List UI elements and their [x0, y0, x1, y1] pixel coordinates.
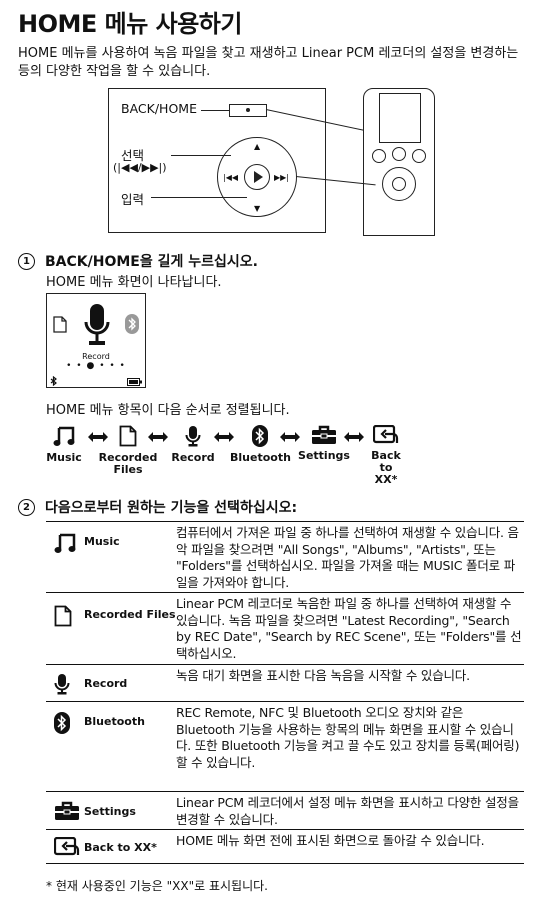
order-item-record: Record [170, 425, 216, 464]
toolbox-icon [312, 425, 336, 444]
order-item-bluetooth: Bluetooth [230, 425, 291, 464]
music-note-icon [54, 533, 76, 553]
recorder-screen [379, 93, 421, 143]
order-item-back: Back to XX* [368, 425, 404, 486]
play-enter-button [244, 164, 270, 190]
recorder-device [363, 88, 435, 236]
document-icon [119, 425, 137, 447]
step-1-text: BACK/HOME을 길게 누르십시오. [45, 254, 258, 270]
double-arrow-icon [214, 432, 234, 442]
device-diagram: BACK/HOME 선택 (|◀◀/▶▶|) 입력 ▲ ▼ |◀◀ ▶▶| [108, 88, 438, 236]
page-indicator-dots: • • ● • • • [66, 361, 126, 371]
microphone-icon [185, 426, 201, 447]
double-arrow-icon [148, 432, 168, 442]
back-home-label: BACK/HOME [121, 101, 197, 116]
screen-caption: Record [82, 352, 110, 361]
toolbox-icon [55, 801, 79, 820]
select-label: 선택 [121, 148, 145, 163]
double-arrow-icon [88, 432, 108, 442]
battery-icon [127, 378, 142, 386]
row-name: Record [84, 677, 128, 690]
enter-label: 입력 [121, 192, 145, 207]
select-keys-label: (|◀◀/▶▶|) [113, 161, 167, 174]
footnote: * 현재 사용중인 기능은 "XX"로 표시됩니다. [46, 879, 268, 893]
row-name: Back to XX* [84, 841, 157, 854]
control-panel-closeup: BACK/HOME 선택 (|◀◀/▶▶|) 입력 ▲ ▼ |◀◀ ▶▶| [108, 88, 326, 233]
back-arrow-icon [373, 425, 399, 444]
table-row: Back to XX* HOME 메뉴 화면 전에 표시된 화면으로 돌아갈 수… [46, 830, 524, 864]
music-note-icon [53, 426, 75, 446]
microphone-icon [54, 674, 70, 695]
step-number: 1 [18, 252, 35, 270]
control-dial: ▲ ▼ |◀◀ ▶▶| [217, 137, 297, 217]
bluetooth-status-icon [50, 376, 57, 386]
order-item-music: Music [44, 425, 84, 464]
page-title: HOME 메뉴 사용하기 [18, 10, 242, 38]
row-name: Settings [84, 805, 136, 818]
row-desc: Linear PCM 레코더에서 설정 메뉴 화면을 표시하고 다양한 설정을 … [176, 795, 519, 827]
recorder-dial [382, 167, 416, 201]
intro-text: HOME 메뉴를 사용하여 녹음 파일을 찾고 재생하고 Linear PCM … [18, 46, 519, 79]
table-row: Bluetooth REC Remote, NFC 및 Bluetooth 오디… [46, 702, 524, 792]
document-icon [53, 316, 67, 333]
order-item-recorded-files: Recorded Files [94, 425, 162, 476]
order-text: HOME 메뉴 항목이 다음 순서로 정렬됩니다. [46, 403, 290, 418]
row-name: Recorded Files [84, 608, 176, 621]
step-1-sub: HOME 메뉴 화면이 나타납니다. [46, 275, 222, 290]
table-row: Recorded Files Linear PCM 레코더로 녹음한 파일 중 … [46, 593, 524, 665]
back-home-button [229, 104, 267, 117]
row-desc: REC Remote, NFC 및 Bluetooth 오디오 장치와 같은 B… [176, 705, 520, 770]
step-2-heading: 2 다음으로부터 원하는 기능을 선택하십시오: [18, 497, 297, 517]
bluetooth-icon [125, 314, 139, 334]
row-name: Music [84, 535, 120, 548]
row-desc: 녹음 대기 화면을 표시한 다음 녹음을 시작할 수 있습니다. [176, 668, 470, 683]
row-name: Bluetooth [84, 715, 145, 728]
function-table: Music 컴퓨터에서 가져온 파일 중 하나를 선택하여 재생할 수 있습니다… [46, 521, 524, 864]
table-row: Record 녹음 대기 화면을 표시한 다음 녹음을 시작할 수 있습니다. [46, 665, 524, 702]
order-item-settings: Settings [296, 425, 352, 462]
step-2-text: 다음으로부터 원하는 기능을 선택하십시오: [45, 500, 298, 516]
row-desc: HOME 메뉴 화면 전에 표시된 화면으로 돌아갈 수 있습니다. [176, 833, 485, 848]
table-row: Settings Linear PCM 레코더에서 설정 메뉴 화면을 표시하고… [46, 792, 524, 830]
back-arrow-icon [54, 837, 80, 856]
step-number: 2 [18, 498, 35, 516]
document-icon [54, 605, 72, 627]
home-screen-illustration: Record • • ● • • • [46, 293, 146, 388]
microphone-icon [84, 304, 110, 345]
row-desc: 컴퓨터에서 가져온 파일 중 하나를 선택하여 재생할 수 있습니다. 음악 파… [176, 525, 519, 590]
bluetooth-icon [252, 425, 268, 447]
table-row: Music 컴퓨터에서 가져온 파일 중 하나를 선택하여 재생할 수 있습니다… [46, 521, 524, 593]
step-1-heading: 1 BACK/HOME을 길게 누르십시오. [18, 251, 258, 271]
bluetooth-icon [54, 712, 70, 734]
double-arrow-icon [344, 432, 364, 442]
row-desc: Linear PCM 레코더로 녹음한 파일 중 하나를 선택하여 재생할 수 … [176, 596, 522, 661]
double-arrow-icon [280, 432, 300, 442]
